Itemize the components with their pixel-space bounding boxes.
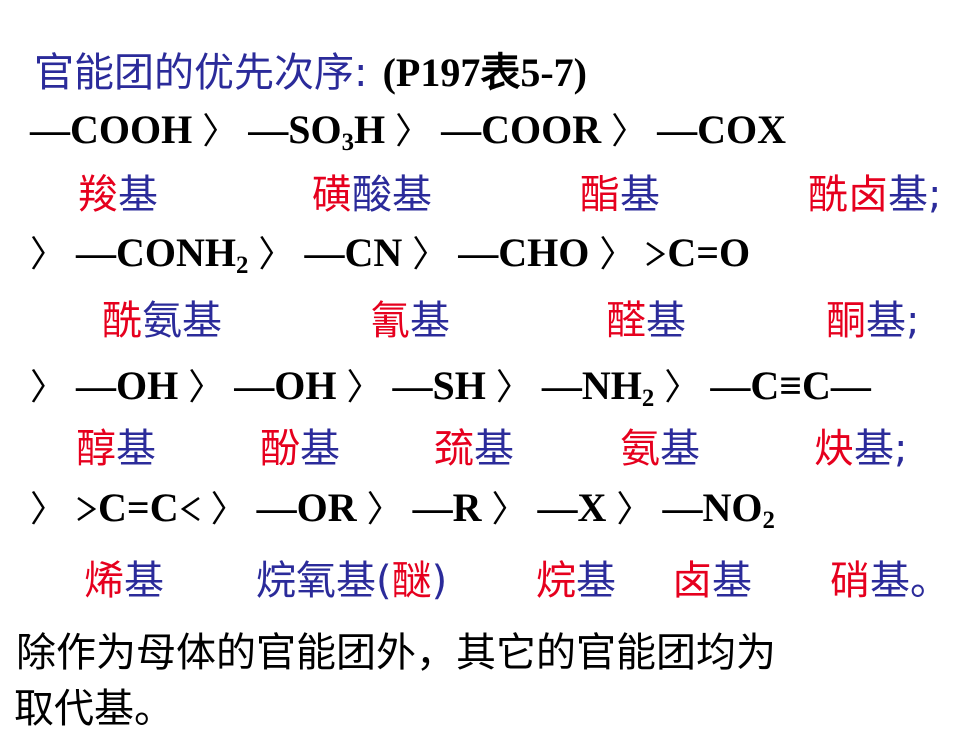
separator: 〉 <box>30 489 67 530</box>
formula-r: —R <box>412 485 482 530</box>
row4-name-halo: 卤基 <box>672 558 752 604</box>
title-line: 官能团的优先次序: (P197表5-7) <box>34 40 587 98</box>
separator: 〉 <box>366 489 403 530</box>
row1-name-acylhalide: 酰卤基; <box>808 172 942 218</box>
row3-name-alkynyl: 炔基; <box>814 426 908 472</box>
formula-so3h: —SO3H <box>248 107 386 156</box>
title-text: 官能团的优先次序: <box>34 50 368 96</box>
row2-formulas: 〉 —CONH2 〉 —CN 〉 —CHO 〉 C=O <box>30 225 750 279</box>
separator: 〉 <box>491 489 528 530</box>
formula-cho: —CHO <box>458 230 590 275</box>
formula-alkyne: —C≡C— <box>710 363 871 408</box>
separator: 〉 <box>30 234 67 275</box>
double-bond-branch-icon <box>180 496 200 522</box>
formula-x: —X <box>537 485 607 530</box>
formula-cn: —CN <box>304 230 403 275</box>
row1-name-carboxyl: 羧基 <box>78 172 158 218</box>
formula-coor: —COOR <box>441 107 602 152</box>
row4-name-nitro: 硝基。 <box>830 558 950 604</box>
separator: 〉 <box>599 234 636 275</box>
row4-name-alkoxy: 烷氧基(醚) <box>256 558 448 604</box>
row2-name-amide: 酰氨基 <box>102 298 222 344</box>
footer-line-2: 取代基。 <box>14 686 174 732</box>
separator: 〉 <box>395 111 432 152</box>
row1-name-ester: 酯基 <box>580 172 660 218</box>
separator: 〉 <box>412 234 449 275</box>
formula-carbonyl: C=O <box>645 230 750 275</box>
row3-name-phenol: 酚基 <box>260 426 340 472</box>
row2-name-ketone: 酮基; <box>826 298 920 344</box>
separator: 〉 <box>188 367 225 408</box>
formula-nh2: —NH2 <box>541 363 655 412</box>
separator: 〉 <box>495 367 532 408</box>
formula-no2: —NO2 <box>662 485 775 534</box>
row2-name-cyano: 氰基 <box>370 298 450 344</box>
double-bond-branch-icon <box>646 241 666 267</box>
footer-line-1: 除作为母体的官能团外，其它的官能团均为 <box>16 630 776 676</box>
separator: 〉 <box>258 234 295 275</box>
formula-conh2: —CONH2 <box>76 230 249 279</box>
row2-name-aldehyde: 醛基 <box>606 298 686 344</box>
row4-name-alkenyl: 烯基 <box>84 558 164 604</box>
row3-name-thiol: 巯基 <box>434 426 514 472</box>
formula-alkene: C=C <box>76 485 201 530</box>
separator: 〉 <box>30 367 67 408</box>
row3-name-alcohol: 醇基 <box>76 426 156 472</box>
formula-or: —OR <box>256 485 357 530</box>
separator: 〉 <box>202 111 239 152</box>
row4-formulas: 〉 C=C 〉 —OR 〉 —R 〉 —X 〉 —NO2 <box>30 480 775 534</box>
row1-name-sulfo: 磺酸基 <box>312 172 432 218</box>
formula-phenol-oh: —OH <box>234 363 337 408</box>
formula-cooh: —COOH <box>30 107 193 152</box>
double-bond-branch-icon <box>77 496 97 522</box>
separator: 〉 <box>616 489 653 530</box>
separator: 〉 <box>664 367 701 408</box>
row3-formulas: 〉 —OH 〉 —OH 〉 —SH 〉 —NH2 〉 —C≡C— <box>30 358 871 412</box>
formula-sh: —SH <box>392 363 486 408</box>
formula-alcohol-oh: —OH <box>76 363 179 408</box>
separator: 〉 <box>611 111 648 152</box>
separator: 〉 <box>210 489 247 530</box>
row4-name-alkyl: 烷基 <box>536 558 616 604</box>
title-reference: (P197表5-7) <box>382 50 587 95</box>
row1-formulas: —COOH 〉 —SO3H 〉 —COOR 〉 —COX <box>30 102 787 156</box>
separator: 〉 <box>346 367 383 408</box>
row3-name-amino: 氨基 <box>620 426 700 472</box>
formula-cox: —COX <box>657 107 787 152</box>
